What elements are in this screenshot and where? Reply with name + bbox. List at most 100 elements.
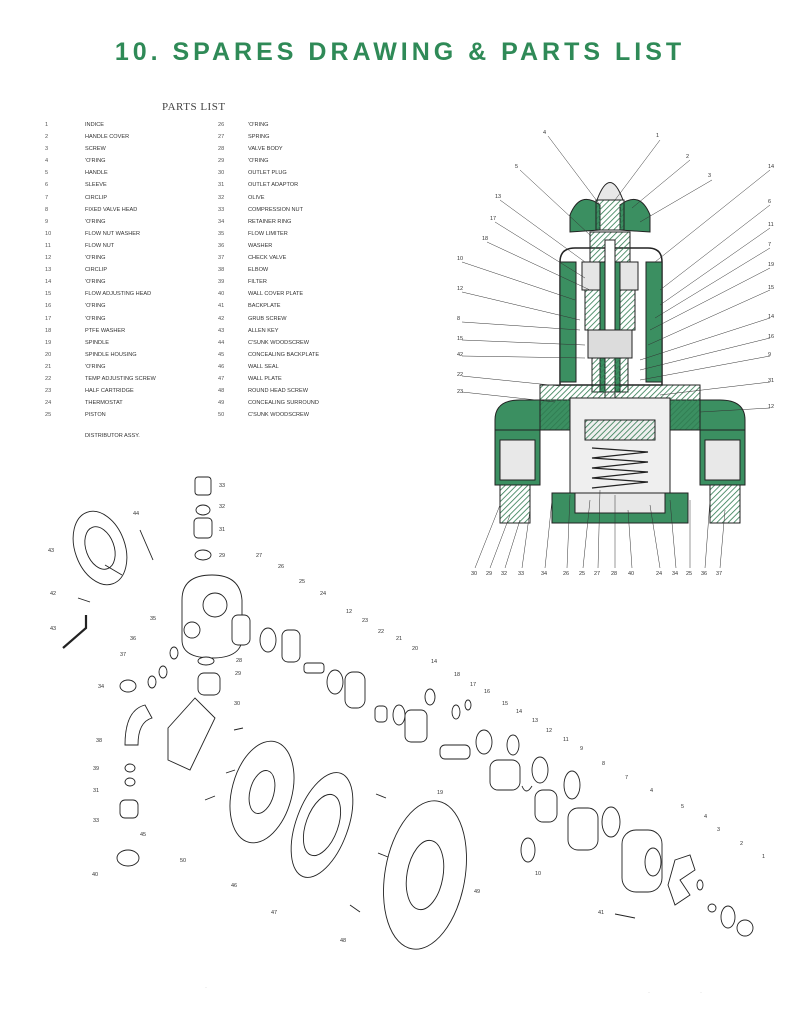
svg-text:33: 33 xyxy=(219,483,225,489)
part-number: 4 xyxy=(45,158,49,165)
part-name: 'O'RING xyxy=(248,158,269,165)
svg-text:28: 28 xyxy=(236,658,242,664)
svg-text:49: 49 xyxy=(474,889,480,895)
svg-text:29: 29 xyxy=(486,571,492,577)
svg-text:17: 17 xyxy=(470,682,476,688)
svg-text:15: 15 xyxy=(502,701,508,707)
svg-text:36: 36 xyxy=(130,636,136,642)
part-name: HANDLE COVER xyxy=(85,134,130,141)
part-number: 43 xyxy=(218,327,225,334)
part-number: 29 xyxy=(218,158,225,165)
part-number: 5 xyxy=(45,170,49,177)
part-number: 10 xyxy=(45,230,52,237)
parts-list-row: 29 'O'RING xyxy=(218,155,319,167)
svg-text:46: 46 xyxy=(231,883,237,889)
part-number: 32 xyxy=(218,194,225,201)
svg-text:39: 39 xyxy=(93,766,99,772)
part-number: 48 xyxy=(218,388,225,395)
svg-text:27: 27 xyxy=(594,571,600,577)
svg-text:42: 42 xyxy=(457,352,463,358)
svg-text:6: 6 xyxy=(768,199,771,205)
part-number: 42 xyxy=(218,315,225,322)
svg-text:22: 22 xyxy=(457,372,463,378)
svg-text:14: 14 xyxy=(431,659,437,665)
svg-text:44: 44 xyxy=(133,511,139,517)
svg-text:15: 15 xyxy=(457,336,463,342)
parts-list-row: 17'O'RING xyxy=(45,313,156,325)
part-number: 11 xyxy=(45,242,51,249)
part-number: 18 xyxy=(45,327,52,334)
svg-text:13: 13 xyxy=(495,194,501,200)
part-name: 'O'RING xyxy=(85,218,106,225)
svg-text:28: 28 xyxy=(611,571,617,577)
parts-list-row: 31 OUTLET ADAPTOR xyxy=(218,179,319,191)
svg-text:9: 9 xyxy=(580,746,583,752)
part-name: GRUB SCREW xyxy=(248,315,287,322)
svg-text:43: 43 xyxy=(50,626,56,632)
part-name: CIRCLIP xyxy=(85,267,108,274)
part-number: 6 xyxy=(45,182,49,189)
svg-text:33: 33 xyxy=(518,571,524,577)
part-name: 'O'RING xyxy=(85,363,106,370)
svg-text:12: 12 xyxy=(346,609,352,615)
part-number: 36 xyxy=(218,242,225,249)
part-number: 8 xyxy=(45,206,49,213)
parts-list-row: 16'O'RING xyxy=(45,300,156,312)
svg-text:7: 7 xyxy=(768,242,771,248)
svg-text:32: 32 xyxy=(219,504,225,510)
part-name: 'O'RING xyxy=(85,255,106,262)
svg-text:23: 23 xyxy=(362,618,368,624)
svg-text:14: 14 xyxy=(768,314,774,320)
svg-text:4: 4 xyxy=(704,814,707,820)
svg-text:7: 7 xyxy=(625,775,628,781)
svg-text:35: 35 xyxy=(150,616,156,622)
part-name: ALLEN KEY xyxy=(248,327,279,334)
part-number: 49 xyxy=(218,400,225,407)
scan-mark: · xyxy=(648,990,650,996)
svg-text:2: 2 xyxy=(740,841,743,847)
svg-text:3: 3 xyxy=(708,173,711,179)
parts-list-row: 12'O'RING xyxy=(45,252,156,264)
part-number: 1 xyxy=(45,122,49,128)
part-number: 23 xyxy=(45,388,52,395)
svg-text:23: 23 xyxy=(457,389,463,395)
parts-list-row: 4'O'RING xyxy=(45,155,156,167)
part-number: 31 xyxy=(218,182,225,189)
svg-text:1: 1 xyxy=(762,854,765,860)
part-name: FLOW NUT xyxy=(85,242,115,249)
svg-text:26: 26 xyxy=(563,571,569,577)
parts-list-row: 23 HALF CARTRIDGE xyxy=(45,385,156,397)
part-name: OUTLET ADAPTOR xyxy=(248,182,299,189)
parts-list-row: 18 PTFE WASHER xyxy=(45,325,156,337)
part-name: PTFE WASHER xyxy=(85,327,126,334)
part-name: CHECK VALVE xyxy=(248,255,287,262)
part-number: 17 xyxy=(45,315,52,322)
part-name: SLEEVE xyxy=(85,182,107,189)
part-name: C'SUNK WOODSCREW xyxy=(248,412,310,419)
part-number: 41 xyxy=(218,303,225,310)
svg-text:2: 2 xyxy=(686,154,689,160)
svg-text:4: 4 xyxy=(543,130,546,136)
svg-text:34: 34 xyxy=(541,571,547,577)
svg-text:24: 24 xyxy=(656,571,662,577)
svg-text:24: 24 xyxy=(320,591,326,597)
part-number: 34 xyxy=(218,218,225,225)
part-name: HALF CARTRIDGE xyxy=(85,388,134,395)
svg-text:31: 31 xyxy=(219,527,225,533)
part-name: RETAINER RING xyxy=(248,218,292,225)
parts-list-row: 26'O'RING xyxy=(218,119,319,131)
svg-text:45: 45 xyxy=(140,832,146,838)
svg-text:40: 40 xyxy=(628,571,634,577)
